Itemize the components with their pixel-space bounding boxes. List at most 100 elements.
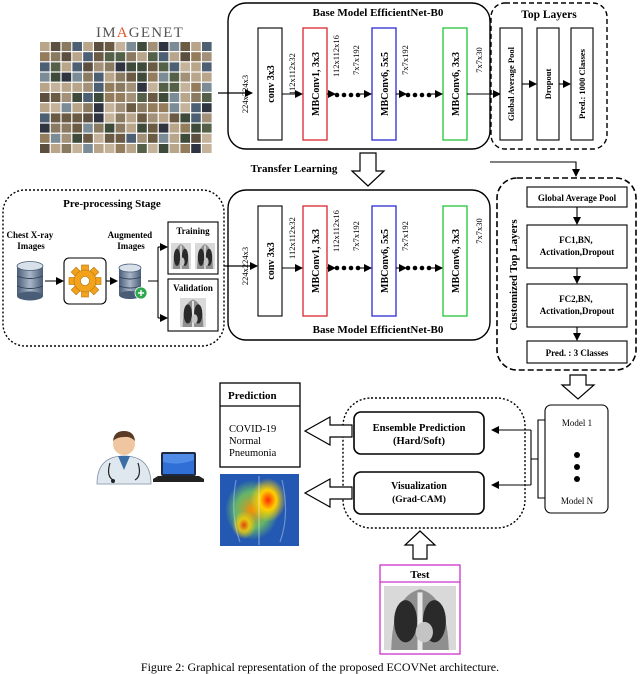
imagenet-thumbnail xyxy=(137,103,147,113)
training-xray-1 xyxy=(171,243,191,269)
imagenet-thumbnail xyxy=(61,133,72,143)
bottom-block-mbconv6-3x3 xyxy=(442,205,468,317)
base-model-top: Base Model EfficientNet-B0 224x224x3 con… xyxy=(227,2,501,150)
imagenet-thumbnail xyxy=(40,113,50,123)
imagenet-thumbnail xyxy=(148,93,158,102)
imagenet-thumbnail xyxy=(83,133,93,143)
imagenet-thumbnail xyxy=(72,62,82,72)
model-1-label: Model 1 xyxy=(562,418,592,428)
bottom-block-mbconv6-5x5 xyxy=(371,205,397,317)
imagenet-thumbnail xyxy=(61,113,72,123)
imagenet-thumbnail xyxy=(50,93,61,102)
imagenet-thumbnail xyxy=(169,72,180,82)
top-block-conv xyxy=(257,27,283,141)
imagenet-thumbnail xyxy=(50,133,61,143)
imagenet-thumbnail xyxy=(50,144,61,153)
imagenet-thumbnail xyxy=(94,123,104,133)
imagenet-thumbnail xyxy=(191,72,201,82)
imagenet-thumbnail xyxy=(180,62,190,72)
customized-top-layers-frame xyxy=(496,177,637,371)
preprocessing-title: Pre-processing Stage xyxy=(63,198,161,210)
imagenet-thumbnail xyxy=(158,103,169,113)
imagenet-thumbnail xyxy=(104,93,115,102)
validation-label: Validation xyxy=(173,283,213,293)
imagenet-thumbnail xyxy=(158,52,169,62)
imagenet-thumbnail xyxy=(137,62,147,72)
imagenet-thumbnail xyxy=(83,93,93,102)
imagenet-thumbnail xyxy=(115,93,126,102)
top-dim-4: 7x7x192 xyxy=(400,45,410,75)
imagenet-thumbnail xyxy=(104,103,115,113)
imagenet-thumbnail xyxy=(61,93,72,102)
imagenet-thumbnail xyxy=(169,144,180,153)
imagenet-thumbnail xyxy=(72,52,82,62)
top-layers-title: Top Layers xyxy=(521,9,577,21)
imagenet-thumbnail xyxy=(202,144,212,153)
imagenet-thumbnail xyxy=(191,42,201,51)
model-dot-1 xyxy=(574,452,580,458)
ct-fc2-line-2: Activation,Dropout xyxy=(540,306,615,316)
imagenet-thumbnail xyxy=(72,144,82,153)
imagenet-thumbnail xyxy=(115,72,126,82)
bottom-dim-1: 112x112x32 xyxy=(287,217,297,259)
training-label: Training xyxy=(176,226,210,236)
gradcam-heatmap xyxy=(220,474,299,546)
imagenet-thumbnail xyxy=(158,113,169,123)
imagenet-thumbnail xyxy=(94,133,104,143)
imagenet-thumbnail xyxy=(202,52,212,62)
models-box: Model 1 Model N xyxy=(544,404,609,514)
imagenet-thumbnail xyxy=(61,42,72,51)
ct-gap-label: Global Average Pool xyxy=(538,193,617,203)
imagenet-thumbnail xyxy=(72,93,82,102)
prediction-panel: Prediction COVID-19 Normal Pneumonia xyxy=(219,382,301,468)
imagenet-thumbnail xyxy=(83,113,93,123)
imagenet-thumbnail xyxy=(83,42,93,51)
transfer-learning: Transfer Learning xyxy=(251,152,386,187)
base-model-top-frame xyxy=(227,2,491,150)
ensemble-subtitle: (Hard/Soft) xyxy=(393,436,445,447)
imagenet-thumbnail xyxy=(148,42,158,51)
database-icon xyxy=(16,261,44,301)
imagenet-thumbnail xyxy=(158,93,169,102)
imagenet-thumbnail xyxy=(169,123,180,133)
customized-to-models-arrow xyxy=(560,374,596,400)
imagenet-thumbnail xyxy=(126,133,136,143)
imagenet-thumbnail xyxy=(50,123,61,133)
visualization-to-heatmap-arrow xyxy=(303,477,353,509)
imagenet-thumbnail xyxy=(148,133,158,143)
imagenet-thumbnail xyxy=(126,62,136,72)
imagenet-thumbnail xyxy=(40,62,50,72)
imagenet-thumbnail xyxy=(40,72,50,82)
imagenet-thumbnail xyxy=(148,72,158,82)
imagenet-thumbnail xyxy=(104,113,115,123)
imagenet-thumbnail xyxy=(94,93,104,102)
imagenet-thumbnail xyxy=(83,72,93,82)
imagenet-thumbnail xyxy=(40,52,50,62)
imagenet-thumbnail xyxy=(50,52,61,62)
imagenet-thumbnail xyxy=(115,82,126,92)
customized-top-layers-title: Customized Top Layers xyxy=(508,219,520,331)
bottom-block-mbconv6-3x3-label: MBConv6, 3x3 xyxy=(451,229,462,293)
imagenet-thumbnail xyxy=(180,93,190,102)
base-model-top-input-dim: 224x224x3 xyxy=(240,75,250,113)
bottom-dim-2: 112x112x16 xyxy=(331,210,341,252)
top-dim-3: 7x7x192 xyxy=(351,45,361,75)
imagenet-thumbnail xyxy=(61,82,72,92)
base-model-top-title: Base Model EfficientNet-B0 xyxy=(313,7,444,19)
imagenet-thumbnail xyxy=(137,144,147,153)
imagenet-thumbnail xyxy=(72,103,82,113)
imagenet-thumbnail xyxy=(180,72,190,82)
imagenet-thumbnail xyxy=(137,133,147,143)
ct-fc1-line-2: Activation,Dropout xyxy=(540,247,615,257)
imagenet-thumbnail xyxy=(72,123,82,133)
imagenet-thumbnail xyxy=(61,123,72,133)
ct-fc2-line-1: FC2,BN, xyxy=(559,294,593,304)
gear-icon xyxy=(68,264,102,298)
base-model-bottom-frame xyxy=(227,189,491,341)
imagenet-thumbnail xyxy=(202,93,212,102)
top-dots xyxy=(334,92,361,98)
imagenet-thumbnail xyxy=(126,93,136,102)
imagenet-logo: IMAGENET xyxy=(96,25,183,41)
imagenet-thumbnail xyxy=(169,113,180,123)
